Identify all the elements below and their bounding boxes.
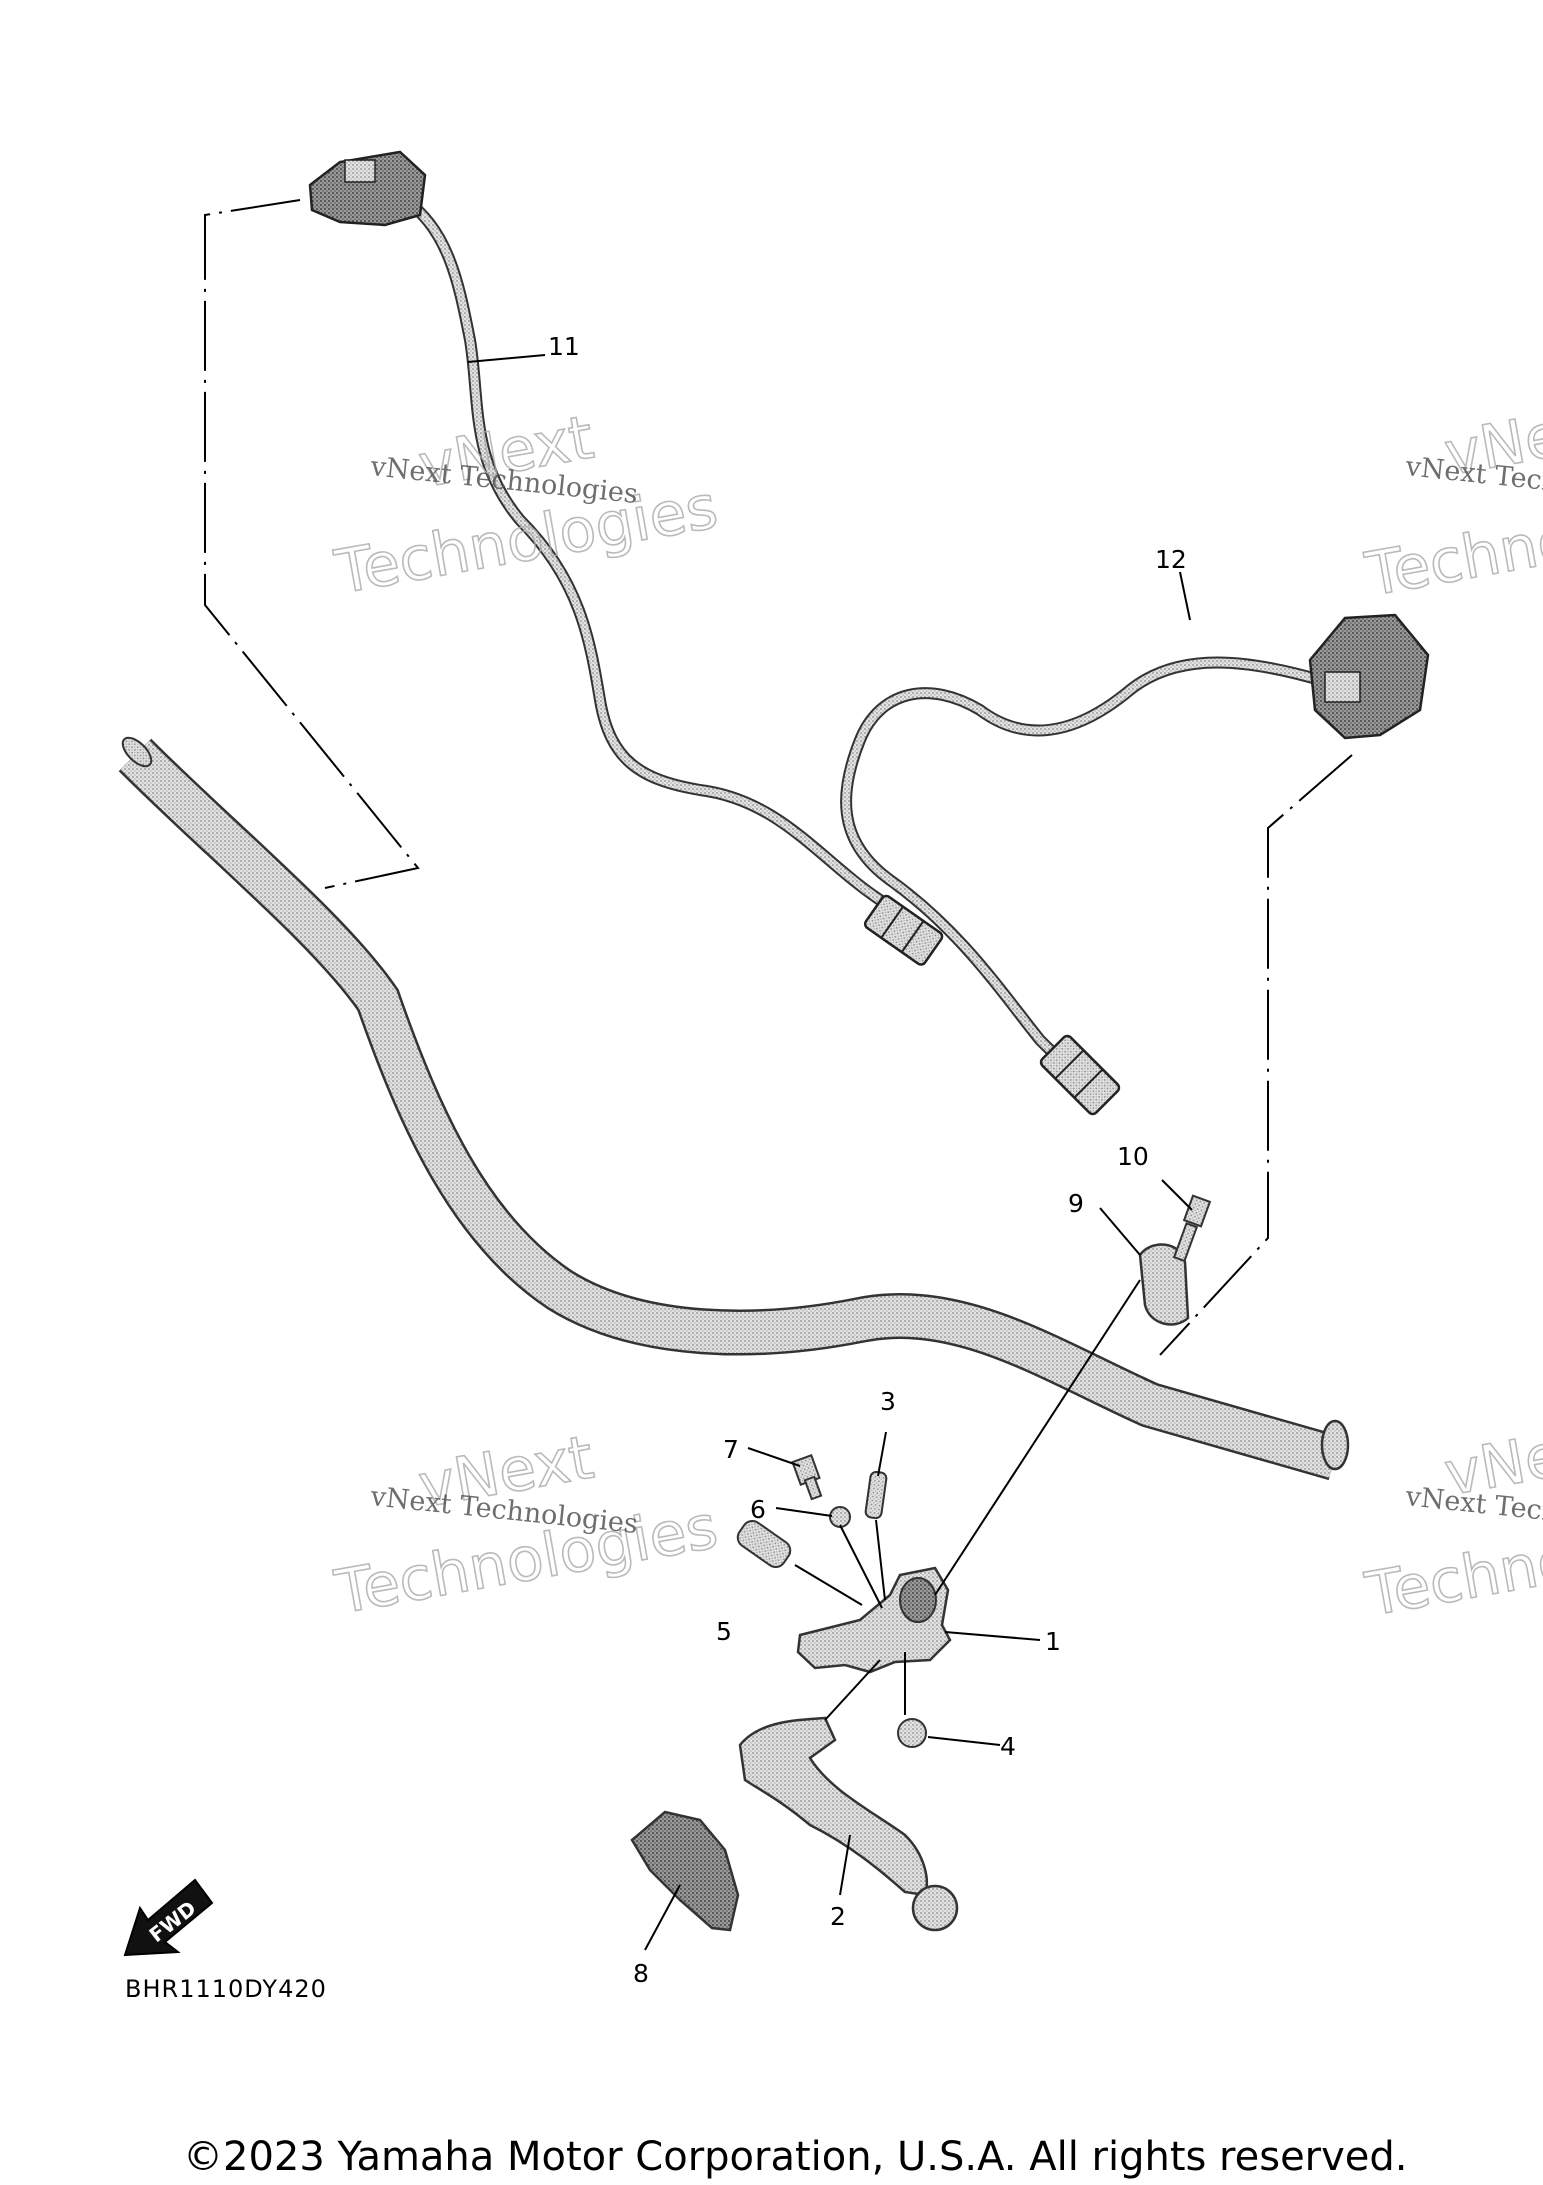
watermarks: vNext Technologies vNext Technologies vN…	[329, 390, 1543, 1632]
callout-8: 8	[633, 1959, 649, 1988]
washer-6	[829, 1506, 851, 1528]
callout-4: 4	[1000, 1732, 1016, 1761]
callout-6: 6	[750, 1495, 766, 1524]
diagram-code: BHR1110DY420	[125, 1975, 327, 2003]
callout-9: 9	[1068, 1189, 1084, 1218]
clamp-9	[1138, 1243, 1190, 1326]
cover-8	[630, 1810, 740, 1932]
switch-assembly-11	[308, 150, 944, 966]
pin-3	[864, 1470, 888, 1520]
callout-11: 11	[548, 332, 580, 361]
callout-1: 1	[1045, 1627, 1061, 1656]
reference-lines	[204, 199, 1353, 1356]
bolt-10	[1172, 1194, 1212, 1263]
callout-12: 12	[1155, 545, 1187, 574]
fwd-arrow-icon: FWD	[123, 1878, 214, 1957]
lever-2	[738, 1716, 959, 1932]
lever-bracket-1	[796, 1566, 952, 1674]
nut-4	[897, 1718, 927, 1748]
bolt-7	[791, 1454, 823, 1501]
callout-7: 7	[723, 1435, 739, 1464]
callout-2: 2	[830, 1902, 846, 1931]
callout-10: 10	[1117, 1142, 1149, 1171]
leader-lines	[467, 354, 1193, 1951]
handlebar	[118, 736, 1350, 1481]
collar-5	[736, 1519, 792, 1569]
switch-assembly-12	[840, 613, 1430, 1116]
callouts: 1 2 3 4 5 6 7 8 9 10 11 12	[548, 332, 1187, 1988]
copyright-notice: ©2023 Yamaha Motor Corporation, U.S.A. A…	[183, 2134, 1408, 2180]
callout-3: 3	[880, 1387, 896, 1416]
callout-5: 5	[716, 1617, 732, 1646]
svg-text:Technologies: Technologies	[1360, 474, 1543, 610]
